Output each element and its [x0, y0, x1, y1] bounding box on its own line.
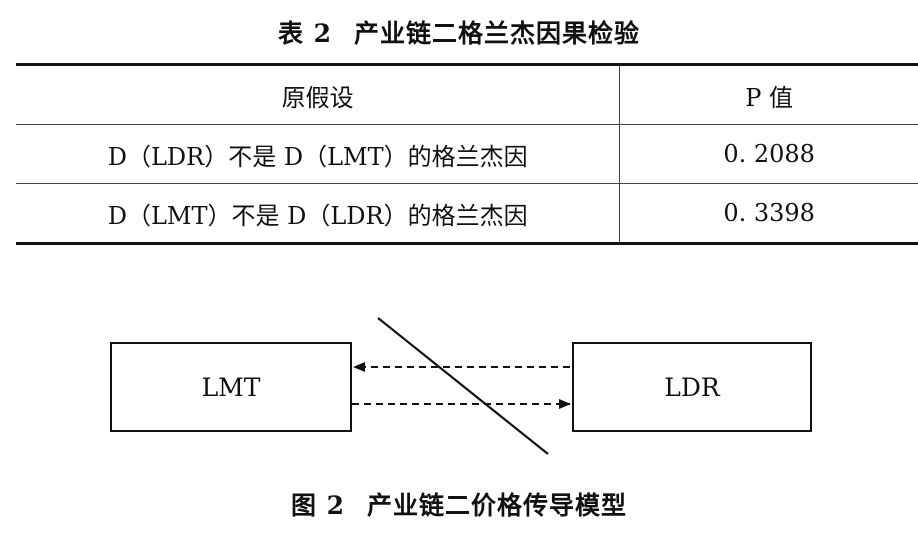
row-1-p-value: 0. 2088 — [619, 124, 918, 184]
header-p-value: P 值 — [619, 63, 918, 125]
table-caption: 表 2 产业链二格兰杰因果检验 — [0, 14, 918, 50]
table-title: 产业链二格兰杰因果检验 — [354, 19, 641, 48]
granger-causality-table: 原假设 P 值 D（LDR）不是 D（LMT）的格兰杰因 0. 2088 D（L… — [16, 63, 918, 245]
table-label: 表 2 — [277, 19, 333, 48]
table-row: D（LMT）不是 D（LDR）的格兰杰因 0. 3398 — [16, 183, 918, 245]
row-1-hypothesis: D（LDR）不是 D（LMT）的格兰杰因 — [16, 124, 621, 184]
figure-title: 产业链二价格传导模型 — [367, 491, 628, 520]
figure-label: 图 2 — [290, 491, 346, 520]
cross-out-slash — [377, 317, 549, 455]
header-hypothesis: 原假设 — [16, 63, 621, 125]
ldr-node-box: LDR — [572, 342, 812, 432]
figure-caption: 图 2 产业链二价格传导模型 — [0, 486, 918, 522]
lmt-node-label: LMT — [201, 372, 261, 402]
row-2-hypothesis: D（LMT）不是 D（LDR）的格兰杰因 — [16, 183, 621, 245]
table-header-row: 原假设 P 值 — [16, 63, 918, 125]
lmt-node-box: LMT — [110, 342, 352, 432]
ldr-node-label: LDR — [664, 372, 720, 402]
row-2-p-value: 0. 3398 — [619, 183, 918, 245]
table-row: D（LDR）不是 D（LMT）的格兰杰因 0. 2088 — [16, 124, 918, 184]
